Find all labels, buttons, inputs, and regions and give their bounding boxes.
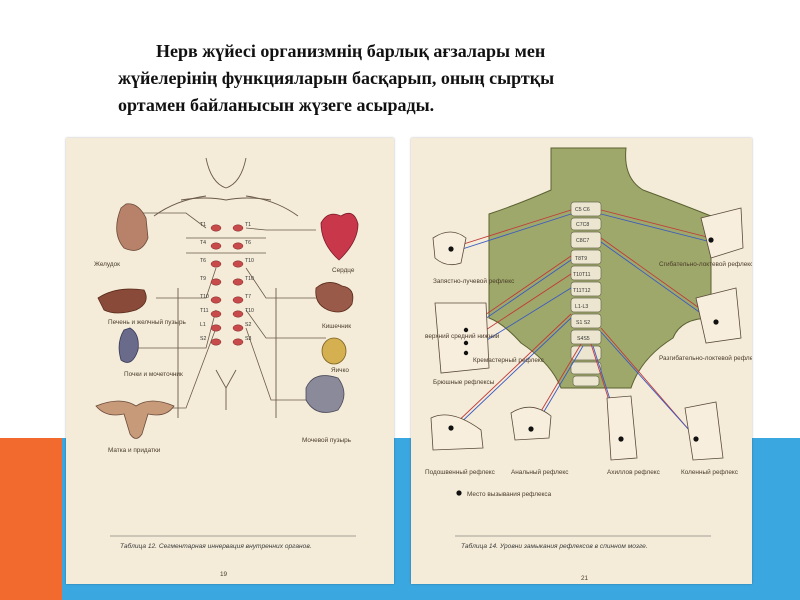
right-plate-illustration: C5 C6 C7C8 C8C7 T8T9 T10T11 T11T12 L1-L3… [425,147,752,582]
label-testis: Яичко [331,367,349,374]
label-plantar-reflex: Подошвенный рефлекс [425,468,496,476]
anal-sketch [510,406,552,441]
left-plate-page-number: 19 [220,571,228,578]
label-cremaster-reflex: Кремастерный рефлекс [473,356,545,364]
label-abdominal-levels: верхний средний нижний [425,332,500,340]
segment-labels-left: T1 T4 T6 T9 T10 T11 L1 S2 [200,222,209,342]
abdomen-sketch [434,302,490,374]
elbow-flex-sketch [700,207,744,259]
left-anatomy-plate: Желудок Печень и желчный пузырь Почки и … [66,138,394,584]
heading-line-2: жүйелерінің функцияларын басқарып, оның … [118,68,555,88]
segment-label: T6 [245,240,251,246]
foot-sketch [430,414,484,451]
spine-label: T10T11 [573,272,591,278]
segment-label: T10 [245,308,254,314]
liver-illustration [97,288,147,314]
label-heart: Сердце [332,267,355,274]
spine-label: L1-L3 [575,304,588,310]
heading-line-1: Нерв жүйесі организмнің барлық ағзалары … [156,41,546,61]
segment-label: T10 [245,258,254,264]
segment-label: L1 [200,322,206,328]
spine-label: T8T9 [575,256,587,262]
segment-label: T4 [200,240,206,246]
left-plate-caption: Таблица 12. Сегментарная иннервация внут… [120,542,312,550]
uterus-illustration [95,400,175,439]
spine-label: C5 C6 [575,207,590,213]
segment-label: S2 [245,322,251,328]
label-bladder: Мочевой пузырь [302,436,352,444]
segment-label: S3 [245,336,251,342]
spine-label: S4S5 [577,336,590,342]
spine-labels: C5 C6 C7C8 C8C7 T8T9 T10T11 T11T12 L1-L3… [573,207,591,342]
label-uterus: Матка и придатки [108,447,161,454]
label-knee-reflex: Коленный рефлекс [681,468,739,476]
segment-label: T6 [200,258,206,264]
label-anal-reflex: Анальный рефлекс [511,468,569,476]
testis-illustration [321,337,347,365]
neck-outline [205,157,247,189]
label-flexor-elbow-reflex: Сгибательно-локтевой рефлекс [659,260,752,268]
segment-label: T9 [200,276,206,282]
achilles-sketch [606,395,638,461]
spine-label: C8C7 [576,238,589,244]
segment-label: T10 [245,276,254,282]
label-stomach: Желудок [94,261,120,268]
bladder-illustration [305,375,345,413]
segment-label: S2 [200,336,206,342]
heart-illustration [320,212,359,261]
kidney-illustration [118,327,139,363]
right-plate-page-number: 21 [581,575,589,582]
left-plate-illustration: Желудок Печень и желчный пузырь Почки и … [94,157,359,578]
segment-labels-right: T1 T6 T10 T10 T7 T10 S2 S3 [245,222,254,342]
segment-label: T10 [200,294,209,300]
legend-reflex-point: Место вызывания рефлекса [467,491,552,498]
label-intestine: Кишечник [322,323,351,330]
segment-label: T7 [245,294,251,300]
right-anatomy-plate: C5 C6 C7C8 C8C7 T8T9 T10T11 T11T12 L1-L3… [411,138,752,584]
orange-accent-band [0,438,62,600]
segment-label: T1 [200,222,206,228]
label-abdominal-reflex: Брюшные рефлексы [433,379,495,386]
slide-heading: Нерв жүйесі организмнің барлық ағзалары … [118,38,698,119]
label-extensor-elbow-reflex: Разгибательно-локтевой рефлекс [659,354,752,362]
intestine-illustration [315,282,354,313]
spine-label: T11T12 [573,288,591,294]
spine-label: S1 S2 [576,320,590,326]
label-achilles-reflex: Ахиллов рефлекс [607,469,661,476]
reflex-points [448,237,719,496]
knee-sketch [684,401,724,461]
label-liver: Печень и желчный пузырь [108,318,187,326]
label-wrist-reflex: Запястно-лучевой рефлекс [433,277,515,285]
elbow-extend-sketch [695,287,742,344]
spine-label: C7C8 [576,222,589,228]
segment-label: T1 [245,222,251,228]
reflex-pathways [450,209,717,441]
right-plate-caption: Таблица 14. Уровни замыкания рефлексов в… [461,542,648,550]
spine-column [570,201,602,387]
heading-line-3: ортамен байланысын жүзеге асырады. [118,95,435,115]
label-kidney: Почки и мочеточник [124,371,183,378]
stomach-illustration [116,203,149,251]
segment-label: T11 [200,308,209,314]
